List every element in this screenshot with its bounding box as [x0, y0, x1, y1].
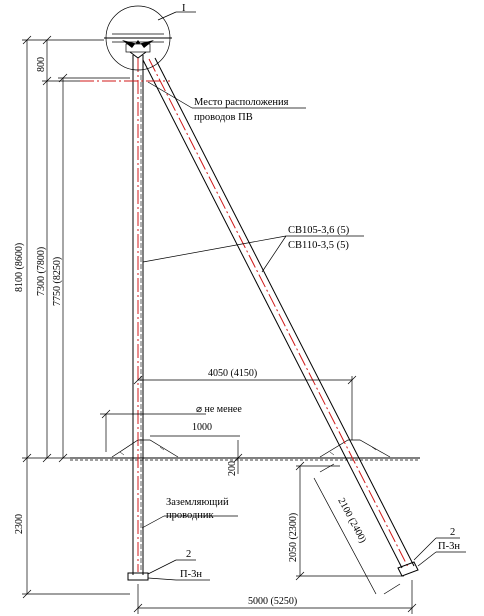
wire-location-label-1: Место расположения [194, 97, 289, 108]
base-plate-left [127, 572, 149, 581]
pole-type-leader [142, 235, 364, 273]
dim-height-mid [42, 81, 52, 463]
dim-burial-depth-label: 2300 [14, 514, 25, 534]
dim-extension-lines-left [22, 39, 130, 595]
ground-line [70, 457, 420, 461]
ground-conductor-leader [141, 515, 238, 529]
item-2-left-label: 2 [186, 549, 191, 560]
wire-location-leader [147, 81, 306, 109]
vertical-pole [132, 55, 144, 575]
ground-mound-right [319, 439, 391, 458]
ground-conductor-label-1: Заземляющий [166, 497, 229, 508]
callout-node-label: I [182, 3, 186, 14]
dim-strut-burial [295, 461, 404, 581]
dim-strut-spread-label: 4050 (4150) [208, 368, 257, 379]
top-node-detail [104, 5, 172, 71]
dim-depth-small-label: 200 [227, 461, 238, 476]
pole-type-label-1: СВ105-3,6 (5) [288, 225, 350, 236]
dim-top-offset-label: 800 [36, 57, 47, 72]
dim-not-less-label: ⌀ не менее [196, 404, 242, 415]
dim-strut-spread [133, 375, 357, 440]
item-p3n-left-label: П-3н [180, 569, 202, 580]
dim-height-inner [58, 73, 68, 463]
dim-depth-small [233, 440, 243, 474]
item-callouts-right-leaders [413, 537, 466, 567]
dim-mound-label: 1000 [192, 422, 212, 433]
ground-conductor-label-2: проводник [166, 510, 215, 521]
dim-strut-length [313, 463, 401, 595]
dim-height-inner-label: 7750 (8250) [52, 257, 63, 306]
dim-strut-burial-label: 2050 (2300) [288, 513, 299, 562]
dim-height-mid-label: 7300 (7800) [36, 247, 47, 296]
ground-mound-left [111, 439, 179, 458]
dim-mound [100, 409, 240, 452]
callout-leader-i [157, 11, 196, 21]
dim-strut-length-label: 2100 (2400) [335, 496, 368, 545]
item-callouts-left-leaders [147, 559, 210, 581]
item-p3n-right-label: П-3н [438, 541, 460, 552]
base-plate-right [397, 561, 419, 577]
item-2-right-label: 2 [450, 527, 455, 538]
pole-type-label-2: СВ110-3,5 (5) [288, 240, 349, 251]
wire-location-label-2: проводов ПВ [194, 112, 253, 123]
dim-base-spread [133, 580, 417, 614]
strut-pole [142, 57, 415, 569]
dim-total-height-label: 8100 (8600) [14, 243, 25, 292]
dim-burial-depth [22, 458, 32, 599]
dim-base-spread-label: 5000 (5250) [248, 596, 297, 607]
